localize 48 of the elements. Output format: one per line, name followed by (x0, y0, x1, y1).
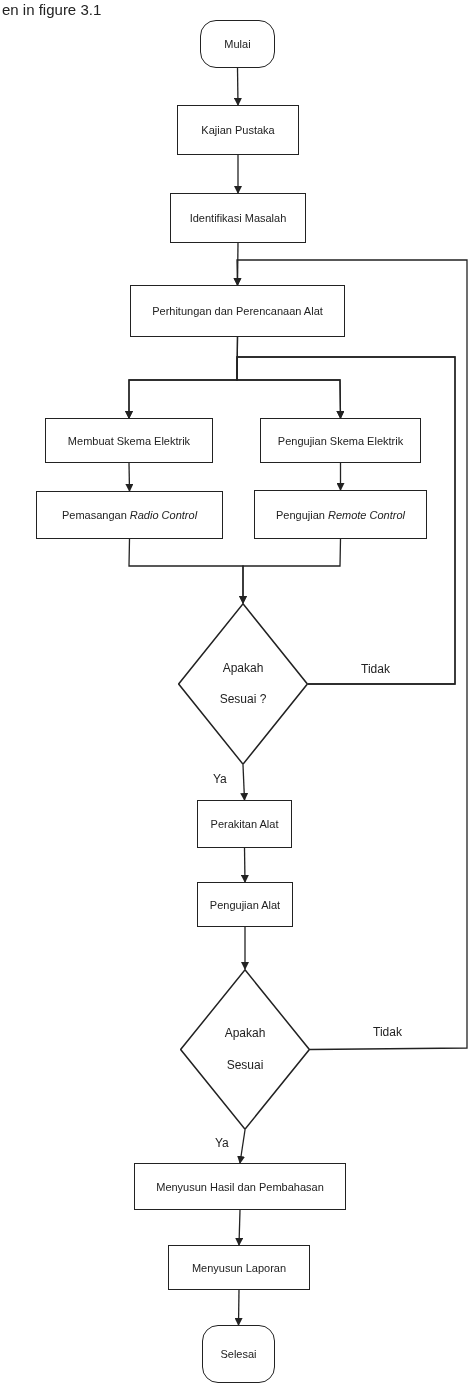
process-box (197, 882, 293, 927)
edge-label: Ya (214, 1136, 230, 1150)
arrow (336, 462, 345, 491)
node-text: Selesai (220, 1348, 257, 1360)
node-text: Pemasangan Radio Control (61, 509, 198, 521)
arrow (239, 538, 342, 604)
node-text: Pengujian Remote Control (275, 508, 405, 521)
process-box (260, 418, 421, 463)
arrow (237, 1129, 246, 1164)
decision-diamond (178, 603, 308, 765)
arrow (236, 356, 456, 685)
node-text: Pengujian Alat (209, 898, 281, 911)
node-text: Kajian Pustaka (201, 124, 275, 136)
arrow (235, 1209, 244, 1246)
node-text: Perhitungan dan Perencanaan Alat (152, 305, 323, 317)
process-box (170, 193, 306, 243)
arrow (234, 1289, 243, 1326)
node-text: Identifikasi Masalah (189, 212, 287, 224)
node-text: Membuat Skema Elektrik (67, 434, 191, 447)
node-text: Menyusun Hasil dan Pembahasan (156, 1180, 324, 1193)
node-text: Menyusun Laporan (191, 1261, 287, 1274)
edge-label: Tidak (360, 662, 391, 676)
arrow (241, 926, 249, 970)
node-text: Apakah Sesuai (223, 1025, 267, 1074)
node-text: Perakitan Alat (210, 818, 279, 830)
node-text: Mulai (224, 38, 251, 50)
terminal-box (200, 20, 275, 68)
note-text: en in figure 3.1 (2, 1, 102, 18)
arrow (240, 847, 249, 883)
node-text: Apakah Sesuai ? (218, 659, 268, 708)
process-box (134, 1163, 346, 1210)
decision-diamond (180, 969, 310, 1130)
process-box (168, 1245, 310, 1290)
process-box (197, 800, 292, 848)
edge-label: Tidak (372, 1025, 403, 1039)
process-box (36, 491, 223, 539)
node-text: Pengujian Skema Elektrik (277, 434, 404, 447)
arrow (233, 259, 468, 1051)
process-box (177, 105, 299, 155)
arrow (240, 764, 249, 801)
arrow (125, 462, 134, 492)
edge-label: Ya (212, 772, 228, 786)
process-box (254, 490, 427, 539)
arrow (233, 67, 242, 106)
process-box (45, 418, 213, 463)
process-box (130, 285, 345, 337)
terminal-box (202, 1325, 275, 1383)
arrow (234, 154, 242, 194)
